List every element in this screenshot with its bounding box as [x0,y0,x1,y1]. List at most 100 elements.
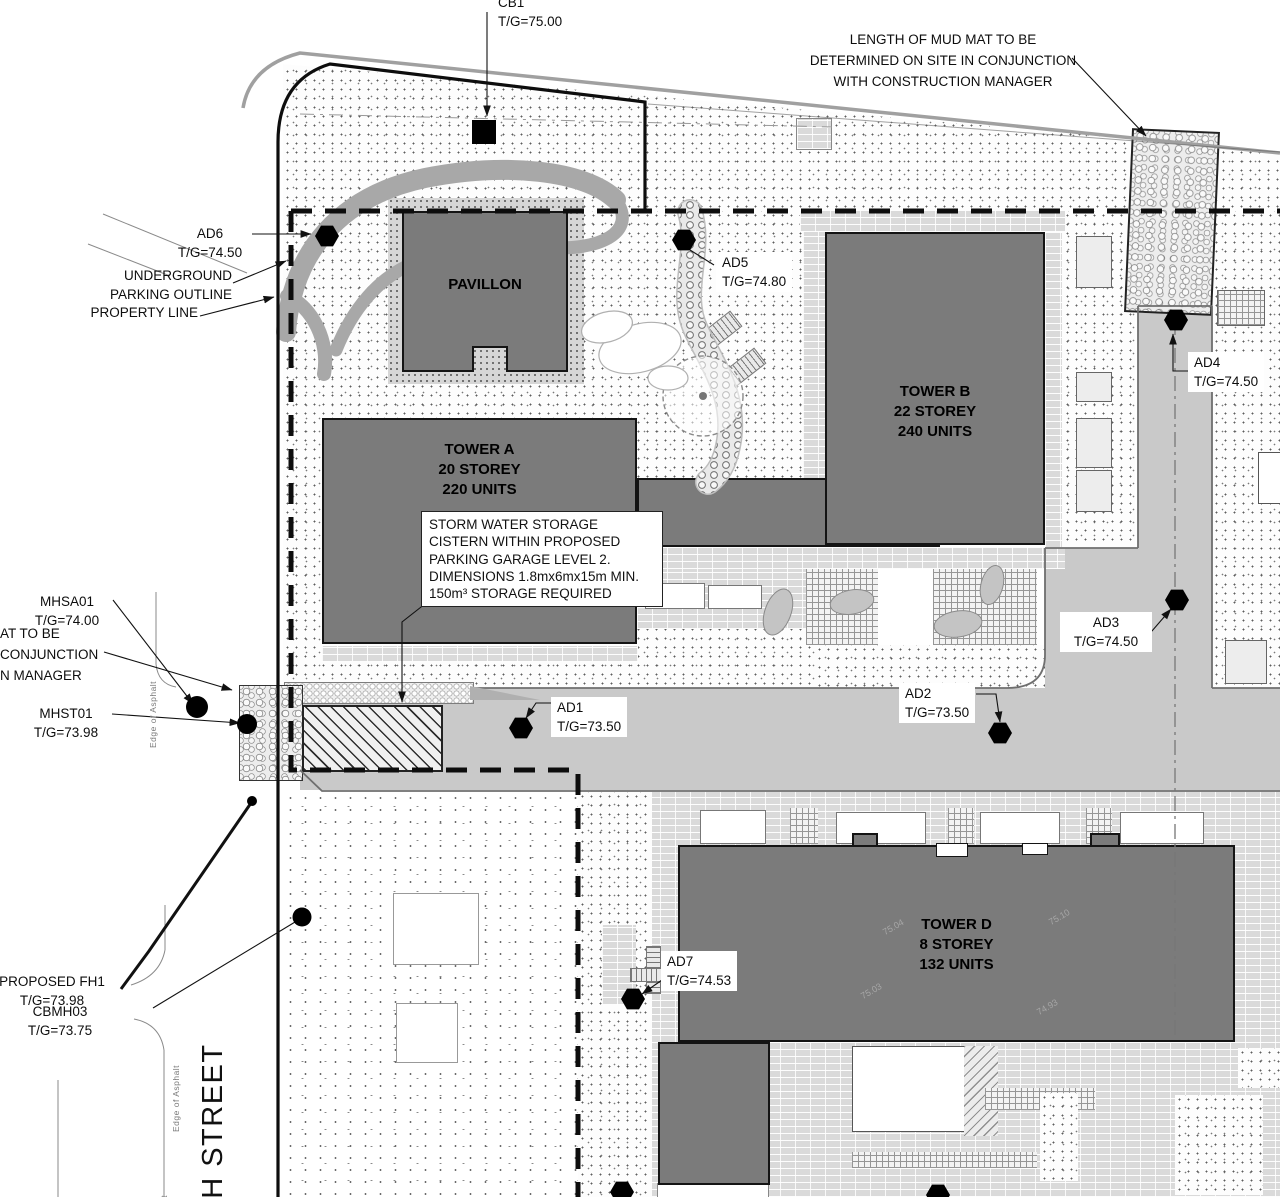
catch-basin-cb1 [472,120,496,144]
pavillon-name: PAVILLON [448,276,522,293]
cbmh03-tg: T/G=73.75 [27,1023,93,1039]
courtyard-planting [1238,1048,1280,1088]
street-edge [102,213,248,274]
building-tower-d-notch [1022,843,1048,855]
building-tower-b: TOWER B 22 STOREY 240 UNITS [825,232,1045,545]
edge-of-asphalt-label: Edge of Asphalt [148,680,158,748]
courtyard-planting [1175,1095,1263,1195]
street-edge [87,243,171,277]
callout-cbmh03: CBMH03 T/G=73.75 [16,1002,104,1040]
curb-strip [284,682,474,704]
driveway-main [300,688,1280,790]
note-underground-parking: UNDERGROUND PARKING OUTLINE [109,268,232,303]
mhst01-label: MHST01 [39,706,93,721]
terrace-grid [790,808,818,844]
mhst01-tg: T/G=73.98 [33,725,99,741]
terrace-pad [700,810,766,844]
planter [1076,418,1112,468]
callout-fh1: PROPOSED FH1 T/G=73.98 [0,972,116,1010]
callout-ad6: AD6 T/G=74.50 [168,224,252,262]
terrace-bench [708,585,762,609]
curb-edge-thin [647,103,1280,153]
note-mud-mat-partial-2: CONJUNCTION [0,647,99,662]
planting-blobs [762,564,1005,638]
tower-d-units: 132 UNITS [919,955,994,973]
walkway-towerb-west [803,232,825,545]
walkway-towerb-east [1045,232,1062,548]
walkway-towera-south [322,646,638,662]
note-mud-mat: LENGTH OF MUD MAT TO BE DETERMINED ON SI… [809,32,1077,89]
fh1-label: PROPOSED FH1 [0,974,105,989]
curb-line-north [241,51,1280,155]
terrace-pad [980,812,1060,844]
leader-lines [103,12,1190,1009]
ad5-tg: T/G=74.80 [722,274,787,290]
cb1-tg: T/G=75.00 [498,14,563,30]
ad2-label: AD2 [905,686,932,701]
paving-stipple-terrace [815,645,1045,688]
building-tower-d-wing [658,1042,770,1185]
planter [1076,470,1112,512]
planter [1225,640,1267,684]
note-property-line: PROPERTY LINE [90,305,198,320]
courtyard-planting [1040,1093,1078,1181]
callout-ad3: AD3 T/G=74.50 [1060,612,1152,653]
planter [1258,452,1280,504]
ad1-label: AD1 [557,700,584,715]
callout-ad1: AD1 T/G=73.50 [551,697,628,738]
planter-brick [796,118,832,150]
ad6-tg: T/G=74.50 [177,245,243,261]
ad7-label: AD7 [667,954,694,969]
landscape-grass-southwest [283,792,578,1197]
callout-cb1: CB1 T/G=75.00 [498,0,562,31]
cb1-label: CB1 [498,0,525,10]
mhsa01-tg: T/G=74.00 [34,613,100,629]
walkway-podium-south [637,547,1065,569]
tower-d-name: TOWER D [921,916,992,933]
building-tower-d-notch [936,843,968,857]
street-name: TH STREET [197,1043,229,1197]
courtyard-hatch-roof [964,1046,998,1136]
terrace-grid [806,569,878,645]
area-drain-hexagons [315,225,1189,1197]
underground-parking-outline [288,208,1280,1197]
terrace-grid [948,808,974,844]
mhsa01-label: MHSA01 [39,594,95,609]
tower-b-storey: 22 STOREY [893,402,977,420]
play-area-blobs [580,310,689,391]
callout-ad4: AD4 T/G=74.50 [1188,352,1265,393]
planter [1076,236,1112,288]
curb-taper [470,686,540,700]
ad3-label: AD3 [1092,615,1120,630]
ad6-label: AD6 [196,226,224,241]
callout-mhsa01: MHSA01 T/G=74.00 [26,592,108,630]
ad7-tg: T/G=74.53 [667,973,732,989]
crosswalk-pad [1217,290,1265,326]
callout-ad5: AD5 T/G=74.80 [716,252,793,293]
grass-pad [393,893,479,965]
ad1-tg: T/G=73.50 [557,719,622,735]
terrace-pad [836,812,926,844]
tower-d-storey: 8 STOREY [919,935,994,953]
note-mud-mat-partial-1: AT TO BE [0,626,60,641]
tower-b-name: TOWER B [899,383,971,400]
note-storm-water: STORM WATER STORAGE CISTERN WITHIN PROPO… [421,511,663,608]
cistern-hatch-area [302,705,443,772]
grass-pad [396,1003,458,1063]
building-tower-d: TOWER D 8 STOREY 132 UNITS [678,845,1235,1042]
manhole-circles [186,696,312,927]
callout-mhst01: MHST01 T/G=73.98 [24,704,108,742]
tree-trunk [699,392,707,400]
ad3-tg: T/G=74.50 [1073,634,1139,650]
edge-of-asphalt-line [155,592,177,688]
note-mud-mat-partial-3: N MANAGER [0,668,82,683]
courtyard-grid-strip [852,1152,1037,1168]
planter [1076,372,1112,402]
edge-of-asphalt-label: Edge of Asphalt [171,1064,181,1132]
ad2-tg: T/G=73.50 [905,705,970,721]
fh1-leader [119,802,253,990]
courtyard-building [852,1046,966,1132]
callout-ad7: AD7 T/G=74.53 [661,951,738,992]
